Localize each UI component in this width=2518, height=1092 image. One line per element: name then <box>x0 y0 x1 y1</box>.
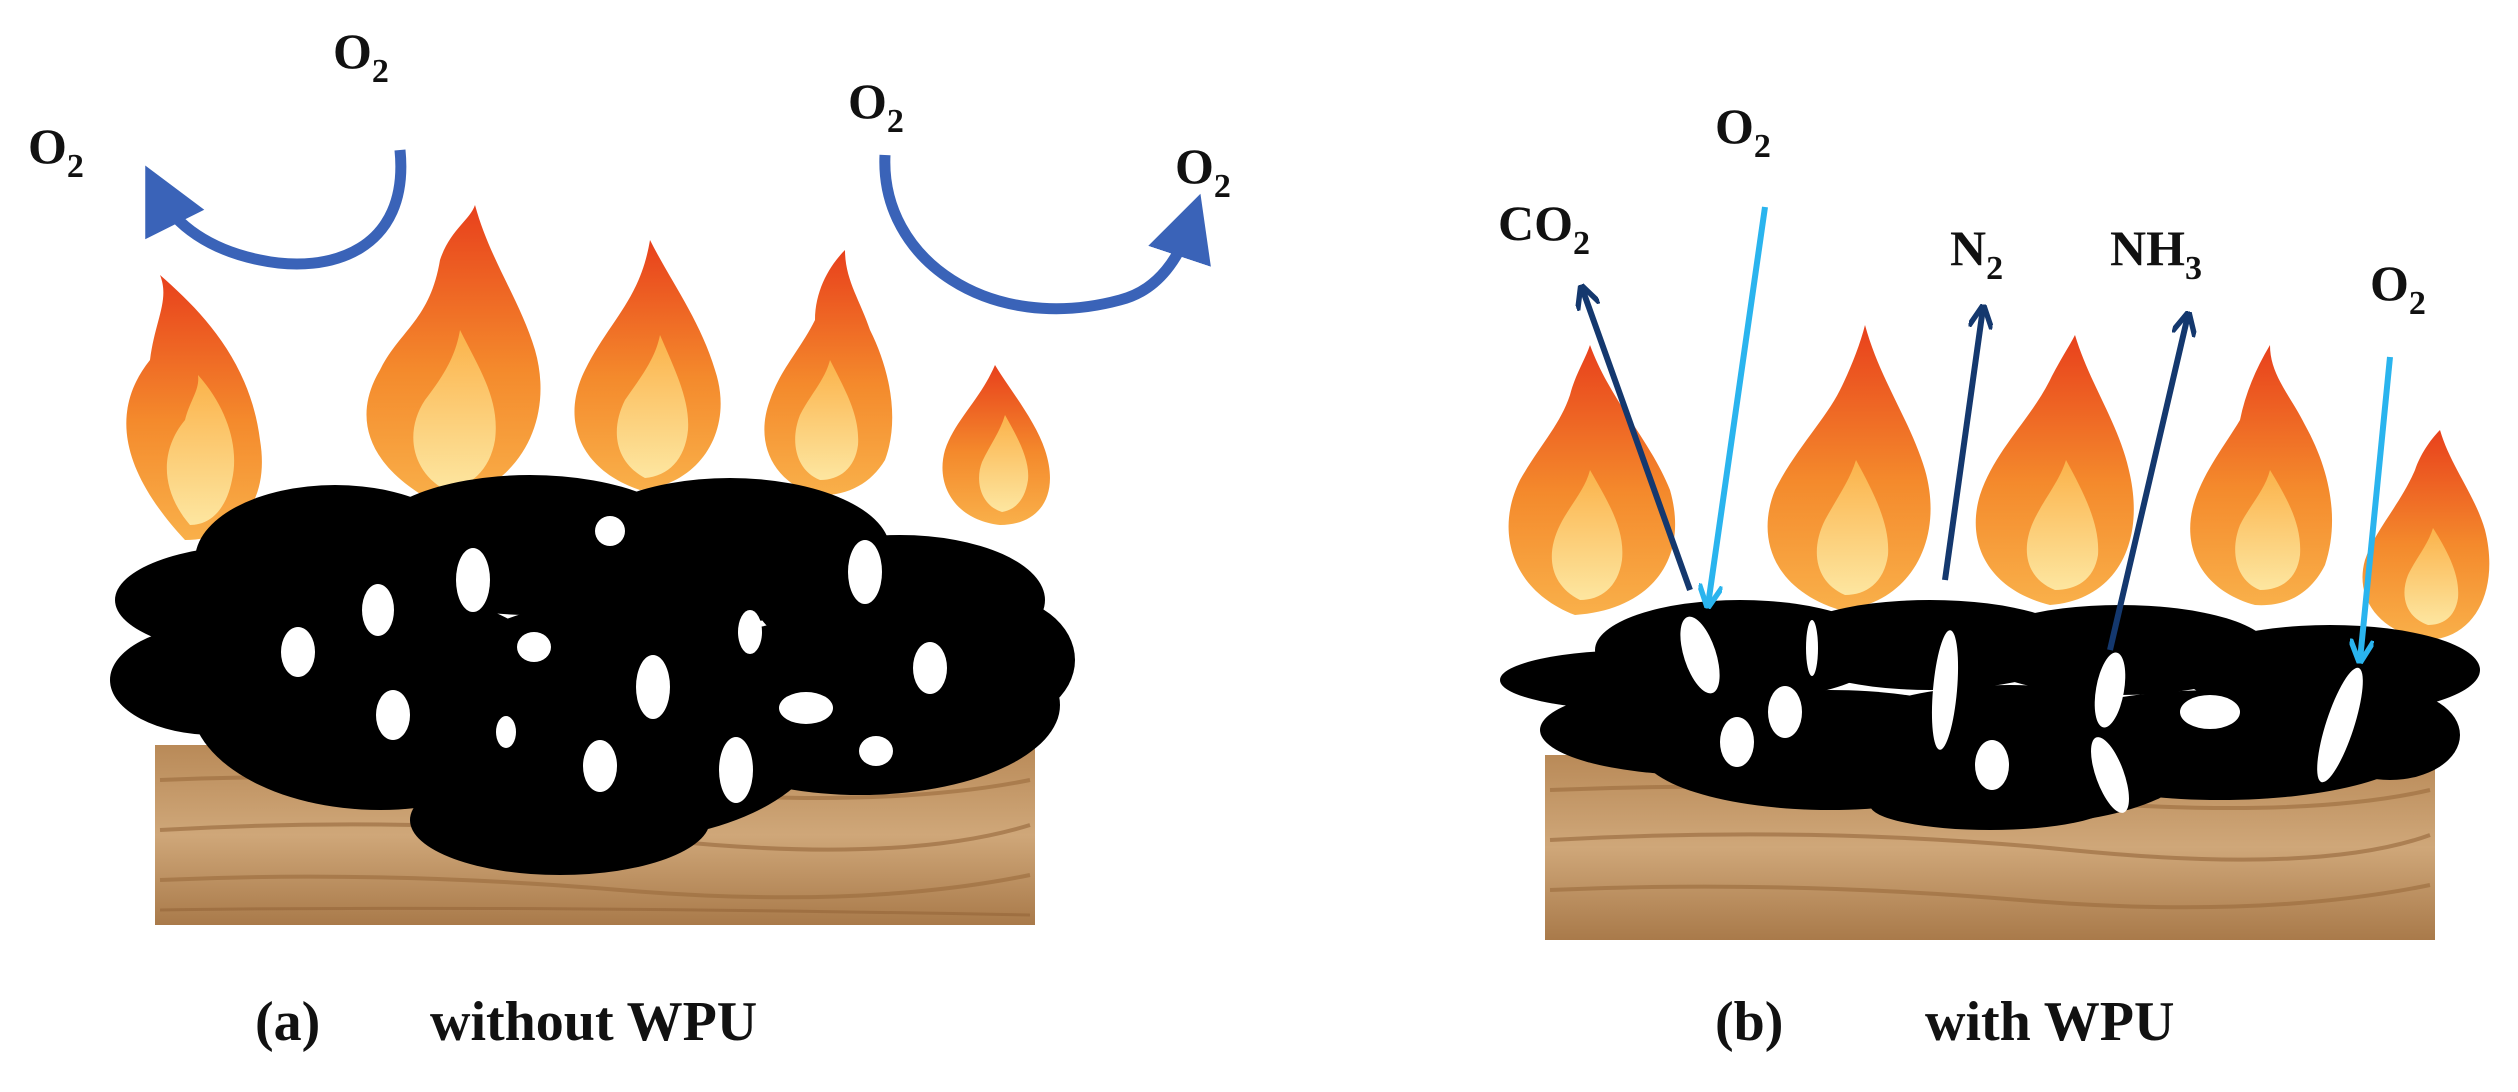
n2-escape-arrow <box>1942 308 1983 581</box>
caption-text-a: without WPU <box>430 991 757 1053</box>
gas-label: O2 <box>1175 138 1231 205</box>
panel-a: O2 O2 O2 O2 (a) without WPU <box>28 23 1231 1053</box>
flames-a <box>126 205 1050 540</box>
gas-label: O2 <box>333 23 389 90</box>
gas-label: O2 <box>848 73 904 140</box>
caption-letter-a: (a) <box>255 991 320 1053</box>
gas-label: N2 <box>1950 220 2003 287</box>
gas-label: NH3 <box>2110 220 2202 287</box>
gas-arrows-b <box>1582 206 2393 660</box>
nh3-escape-arrow <box>2107 315 2188 651</box>
char-pores-a <box>281 516 947 803</box>
o2-inflow-arrow <box>1708 206 1768 605</box>
gas-label: O2 <box>28 118 84 185</box>
caption-letter-b: (b) <box>1715 991 1783 1053</box>
gas-label: O2 <box>2370 255 2426 322</box>
o2-reflect-arrows-a <box>145 149 1211 315</box>
o2-inflow-arrow <box>2360 356 2393 660</box>
panel-b: CO2 O2 N2 NH3 O2 (b) with WPU <box>1498 98 2490 1053</box>
char-pores-b <box>1680 616 2363 813</box>
co2-escape-arrow <box>1582 288 1693 592</box>
gas-label: O2 <box>1715 98 1771 165</box>
flames-b <box>1508 325 2490 640</box>
gas-label: CO2 <box>1498 195 1590 262</box>
caption-text-b: with WPU <box>1925 991 2174 1053</box>
